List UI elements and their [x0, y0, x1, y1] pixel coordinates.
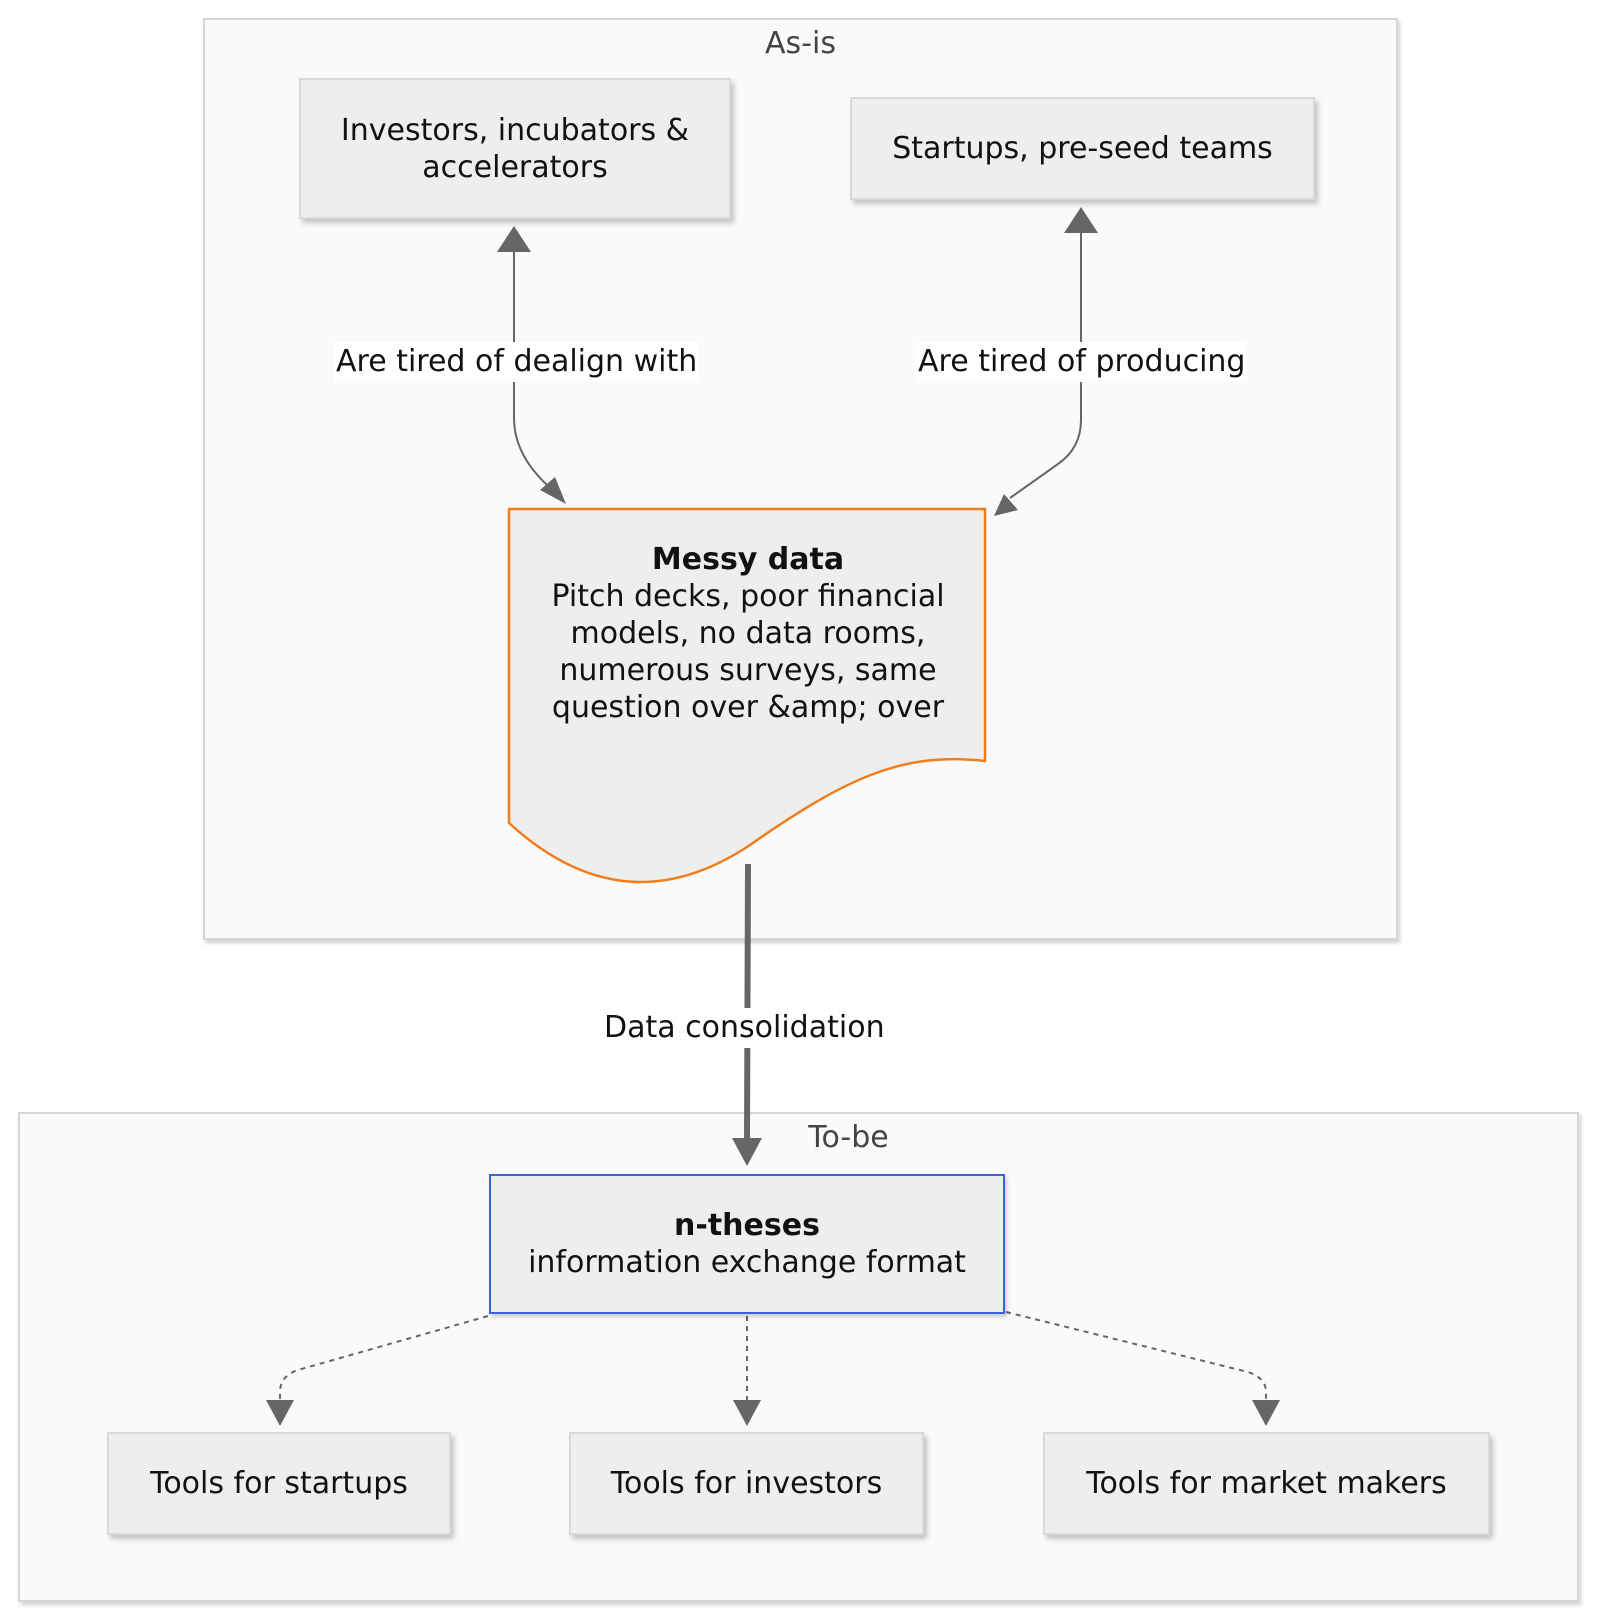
messy-data-text: Messy data Pitch decks, poor financial m… [528, 541, 968, 726]
arrowhead-ntheses [732, 1138, 762, 1166]
n-theses-subtitle: information exchange format [528, 1245, 966, 1280]
arrowhead-tools-market-makers [1252, 1400, 1280, 1426]
as-is-label: As-is [765, 26, 836, 61]
arrowhead-tools-startups [266, 1400, 294, 1426]
consolidation-edge-label: Data consolidation [602, 1008, 887, 1048]
tools-startups-box: Tools for startups [107, 1432, 451, 1535]
arrowhead-up-investors [497, 226, 531, 252]
arrowhead-messy-right [994, 494, 1018, 516]
investors-edge-label: Are tired of dealign with [334, 342, 700, 382]
to-be-label: To-be [808, 1120, 889, 1155]
messy-data-body: Pitch decks, poor financial models, no d… [551, 579, 945, 725]
consolidation-connector [744, 863, 751, 1141]
dashed-connector-startups [279, 1315, 489, 1400]
startups-connector [1009, 233, 1082, 499]
messy-data-document [507, 507, 987, 884]
n-theses-box: n-theses information exchange format [489, 1174, 1005, 1314]
arrowhead-up-startups [1064, 207, 1098, 233]
investors-connector [513, 252, 556, 493]
n-theses-title: n-theses [674, 1208, 820, 1243]
arrowhead-messy-left [540, 477, 566, 504]
startups-box: Startups, pre-seed teams [850, 97, 1315, 200]
tools-market-makers-box: Tools for market makers [1043, 1432, 1490, 1535]
arrowhead-tools-investors [733, 1400, 761, 1426]
investors-box: Investors, incubators & accelerators [299, 78, 731, 219]
startups-edge-label: Are tired of producing [916, 342, 1248, 382]
messy-data-title: Messy data [651, 542, 845, 577]
tools-investors-box: Tools for investors [569, 1432, 924, 1535]
